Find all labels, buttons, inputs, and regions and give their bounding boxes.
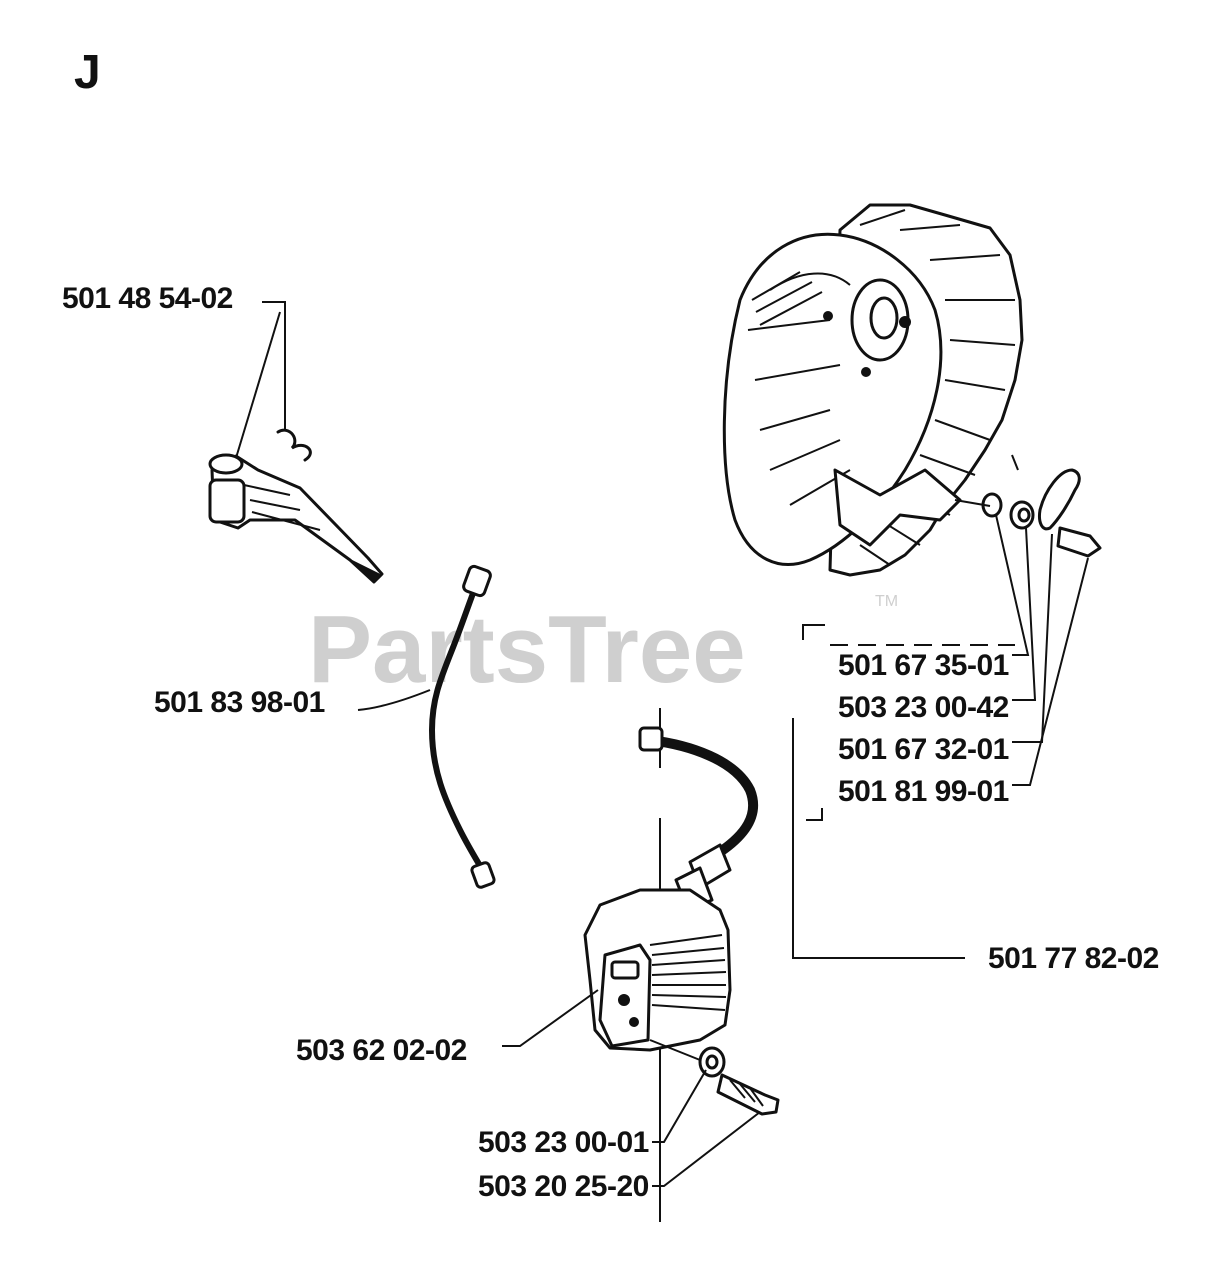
label-503-62-02-02: 503 62 02-02 <box>296 1034 467 1067</box>
watermark-text: PartsTree <box>308 596 746 703</box>
section-letter: J <box>74 46 101 99</box>
watermark: PartsTree TM <box>308 593 898 703</box>
spark-plug-cap-drawing <box>208 301 384 584</box>
starter-pawl <box>1038 468 1081 531</box>
leader-flywheel-kit <box>792 718 965 959</box>
flywheel-drawing <box>722 203 1102 577</box>
ignition-lead-drawing <box>357 564 496 889</box>
label-501-81-99-01: 501 81 99-01 <box>838 775 1009 808</box>
leader-spark-plug-cap <box>262 301 286 430</box>
ignition-module-drawing <box>583 708 780 1222</box>
watermark-tm: TM <box>875 593 898 610</box>
leader-ignition-lead <box>357 689 431 711</box>
pawl-screw <box>1056 526 1102 558</box>
label-503-23-00-01: 503 23 00-01 <box>478 1126 649 1159</box>
leader-ignition-module <box>502 989 599 1047</box>
label-503-23-00-42: 503 23 00-42 <box>838 691 1009 724</box>
label-501-67-32-01: 501 67 32-01 <box>838 733 1009 766</box>
label-501-48-54-02: 501 48 54-02 <box>62 282 233 315</box>
label-503-20-25-20: 503 20 25-20 <box>478 1170 649 1203</box>
label-501-77-82-02: 501 77 82-02 <box>988 942 1159 975</box>
flywheel-leaders <box>792 514 1089 959</box>
module-leaders <box>502 989 761 1187</box>
label-501-83-98-01: 501 83 98-01 <box>154 686 325 719</box>
spring-clip <box>276 428 312 462</box>
label-501-67-35-01: 501 67 35-01 <box>838 649 1009 682</box>
